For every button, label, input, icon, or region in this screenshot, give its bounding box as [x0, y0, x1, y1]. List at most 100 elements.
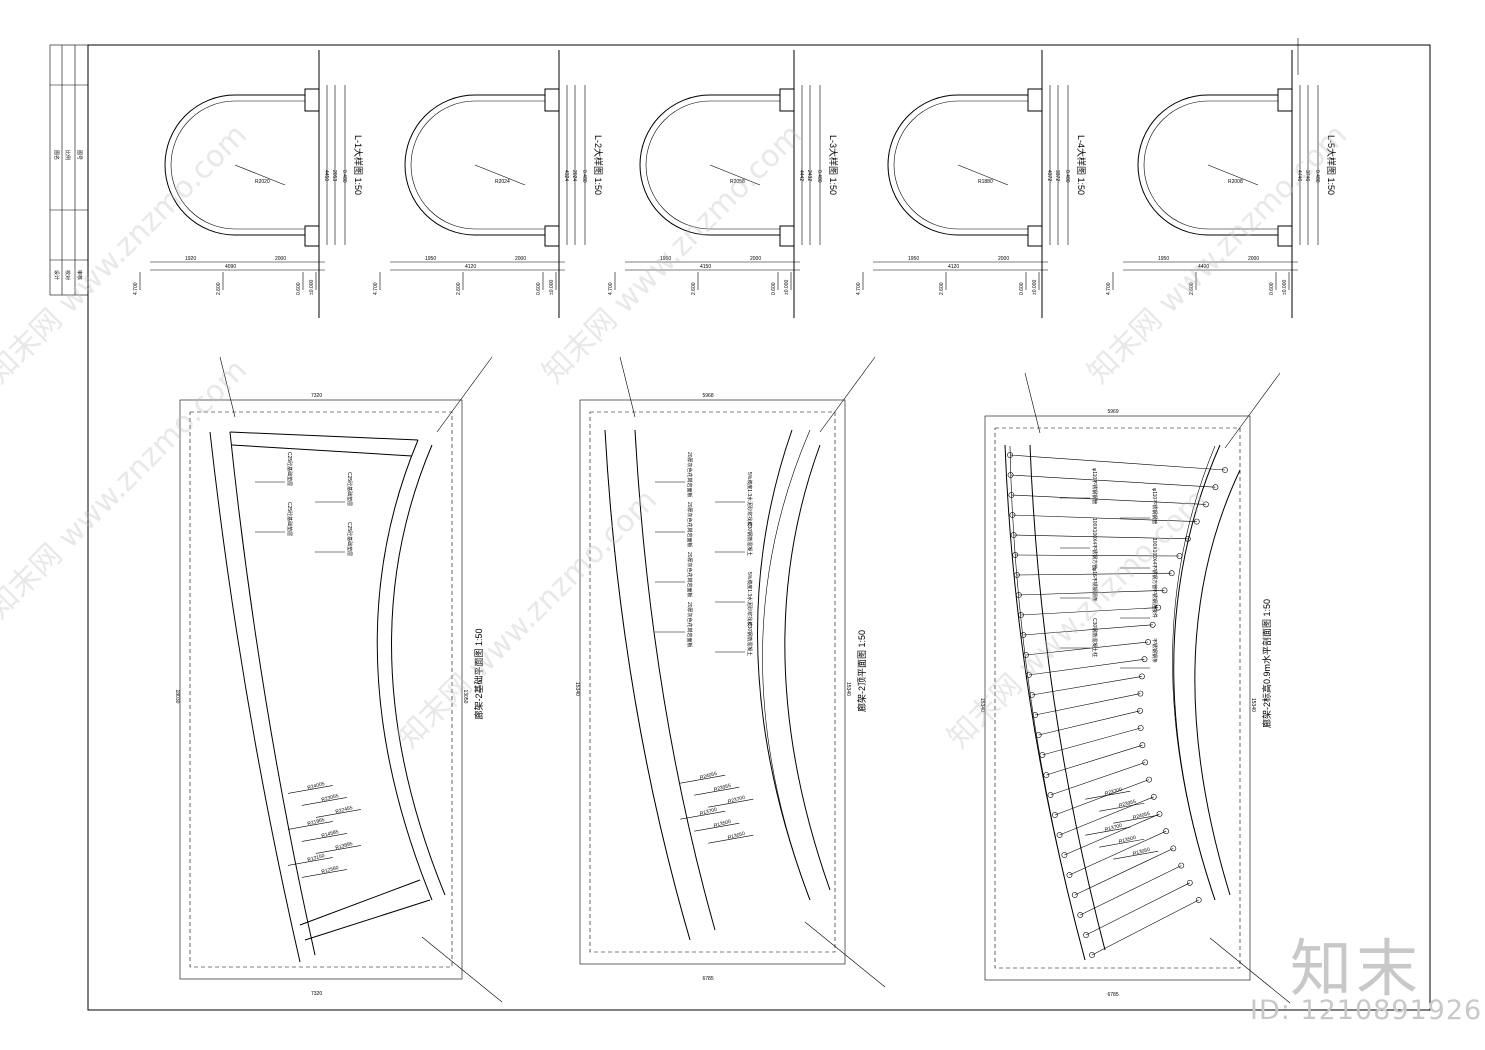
- column-dot: [1137, 725, 1144, 731]
- dim-label: 4090: [225, 264, 236, 270]
- rafter-line: [1012, 514, 1197, 522]
- ray-line: [219, 356, 236, 418]
- radius-label: R2058: [730, 179, 745, 185]
- rafter-line: [1013, 534, 1188, 540]
- note-label: 100X100X4不锈钢方管: [1091, 518, 1098, 569]
- dim-label: 0.480: [1314, 170, 1320, 183]
- arc-label: R13500: [713, 819, 732, 829]
- wall-arc: [376, 439, 433, 901]
- dim-label: 1950: [660, 256, 671, 262]
- note-label: C30钢筋混凝土: [746, 622, 753, 656]
- level-label: ±0.000: [1032, 280, 1038, 295]
- sheet-border: [87, 44, 1431, 1011]
- rafter-line: [1010, 474, 1216, 488]
- column-dot: [1139, 673, 1145, 680]
- note-label: 100X100X4不锈钢方管: [1151, 538, 1158, 589]
- level-label: 0.600: [536, 282, 542, 295]
- post: [1277, 225, 1293, 247]
- dim-label: 6785: [703, 976, 714, 982]
- rafter-line: [1020, 607, 1159, 616]
- column-dot: [1077, 912, 1084, 918]
- column-dot: [1083, 932, 1089, 938]
- dim-label: 15340: [979, 698, 985, 712]
- level-label: 2.600: [456, 282, 462, 295]
- title-block-cell: 校对: [64, 270, 71, 280]
- column-dot: [1061, 852, 1068, 858]
- column-dot: [1089, 952, 1095, 958]
- note-label: 不锈钢连接件: [1151, 588, 1158, 618]
- level-label: ±0.000: [309, 280, 315, 295]
- ray-line: [804, 921, 886, 988]
- note-label: C30钢筋混凝土: [746, 522, 753, 556]
- watermark: 知末网 www.znzmo.com: [941, 483, 1214, 756]
- arc-label: R13050: [727, 831, 746, 841]
- u-outline-inner: [893, 100, 1028, 230]
- arc-label: R14585: [321, 829, 340, 839]
- level-label: 4.700: [133, 282, 139, 295]
- level-label: 0.600: [771, 282, 777, 295]
- dim-label: 2000: [750, 256, 761, 262]
- level-label: 4.700: [1106, 282, 1112, 295]
- arc-label: R23700: [727, 795, 746, 805]
- wall-arc: [229, 431, 316, 956]
- arc-label: R24055: [1132, 811, 1151, 821]
- rafter-line: [1046, 744, 1143, 776]
- u-outline-inner: [1143, 100, 1278, 230]
- level-label: 2.600: [1189, 282, 1195, 295]
- level-label: 4.700: [856, 282, 862, 295]
- post: [304, 225, 320, 247]
- rafter-line: [1074, 848, 1174, 896]
- radius-leader: [234, 164, 286, 186]
- detail-title: L-5大样图 1:50: [1326, 135, 1337, 195]
- dim-label: 4442: [798, 170, 804, 181]
- dim-label: 0.480: [341, 170, 347, 183]
- arc-label: R13150: [307, 853, 326, 863]
- rafter-line: [1064, 813, 1160, 856]
- plan-frame: [589, 411, 836, 953]
- column-dot: [1025, 672, 1032, 678]
- arc-leader: [1099, 838, 1145, 848]
- plan-title: 廊架-2基础平面图 1:50: [473, 628, 484, 719]
- detail-title: L-1大样图 1:50: [353, 135, 364, 195]
- watermark-layer: 知末网 www.znzmo.com 知末网 www.znzmo.com 知末网 …: [0, 118, 1354, 756]
- title-block-cell: 比例: [64, 150, 71, 160]
- post: [304, 88, 320, 112]
- title-block-cell: 图名: [53, 150, 60, 160]
- radius-label: R2024: [495, 179, 510, 185]
- arc-leader: [1099, 802, 1145, 812]
- column-dot: [1047, 792, 1054, 798]
- detail-title: L-3大样图 1:50: [828, 135, 839, 195]
- level-label: 0.600: [296, 282, 302, 295]
- u-outline-inner: [645, 100, 780, 230]
- inner-arc: [604, 429, 691, 941]
- detail-title: L-2大样图 1:50: [593, 135, 604, 195]
- detail-title: L-4大样图 1:50: [1076, 135, 1087, 195]
- wall-arc: [1029, 444, 1106, 951]
- column-dot: [1056, 832, 1063, 838]
- rafter-line: [1015, 554, 1180, 557]
- note-label: φ16不锈钢钢条: [1091, 568, 1098, 602]
- u-outline-outer: [639, 94, 780, 236]
- rafter-line: [1023, 624, 1153, 636]
- dim-label: 2000: [1248, 256, 1259, 262]
- dim-label: 1920: [185, 256, 196, 262]
- note-label: C30钢筋混凝土柱: [1091, 618, 1098, 657]
- dim-label: 1950: [908, 256, 919, 262]
- radius-label: R2008: [1228, 179, 1243, 185]
- arc-label: R13050: [1132, 847, 1151, 857]
- post: [1027, 225, 1043, 247]
- edge-line: [229, 431, 419, 441]
- note-label: 20厚灰色花岗岩面板: [686, 502, 693, 548]
- brand-logo: 知末: [1290, 932, 1423, 1005]
- level-label: 2.600: [939, 282, 945, 295]
- column-dot: [1043, 772, 1050, 778]
- title-block-cell: 设计: [53, 270, 60, 280]
- note-label: 5%坡度1:3水泥砂浆找坡: [746, 472, 753, 526]
- arc-label: R24055: [699, 771, 718, 781]
- dim-frame: [984, 415, 1251, 981]
